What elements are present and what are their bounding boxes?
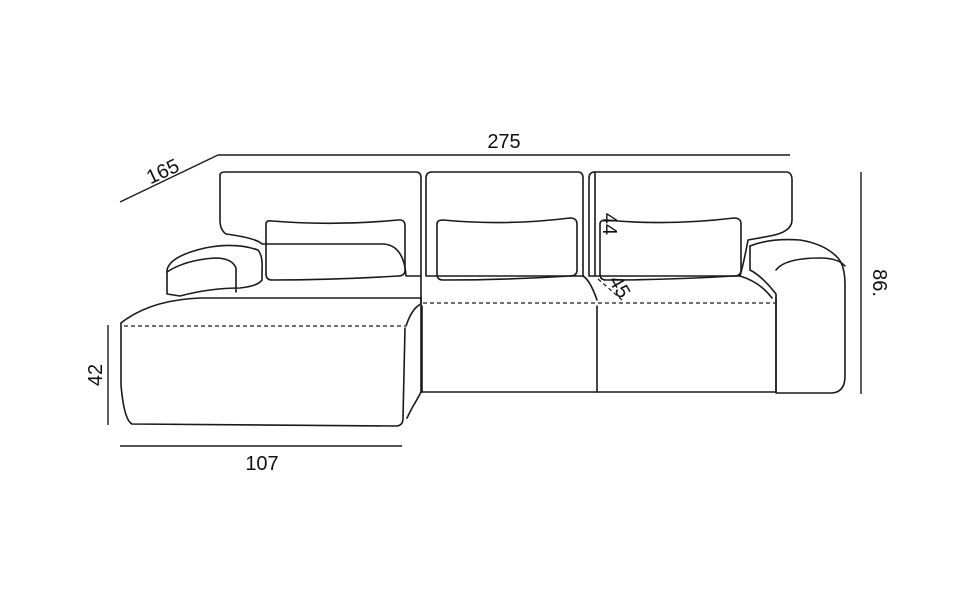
right-arm [749, 238, 846, 394]
chaise-top [120, 297, 422, 327]
label-backrest-height: 44 [598, 213, 620, 235]
label-total-width: 275 [487, 131, 520, 153]
chaise-body [120, 322, 406, 427]
label-height: 86. [868, 269, 890, 297]
dim-line-depth [119, 154, 219, 203]
seat-frame [406, 297, 422, 419]
right-arm-inner [749, 245, 777, 393]
seat-depth-guide [597, 278, 623, 301]
pillow-left [265, 219, 406, 281]
back-cushion-right [588, 171, 793, 277]
left-arm-front [166, 257, 237, 293]
seat-top-edge [420, 275, 773, 301]
label-chaise-width: 107 [245, 453, 278, 475]
pillow-middle [436, 217, 578, 281]
label-seat-height: 42 [85, 364, 107, 386]
right-arm-top [775, 257, 846, 271]
back-cushion-middle [425, 171, 584, 277]
left-arm [166, 244, 263, 297]
label-depth: 165 [143, 155, 183, 189]
pillow-right [599, 217, 742, 281]
back-cushion-left [219, 171, 422, 277]
